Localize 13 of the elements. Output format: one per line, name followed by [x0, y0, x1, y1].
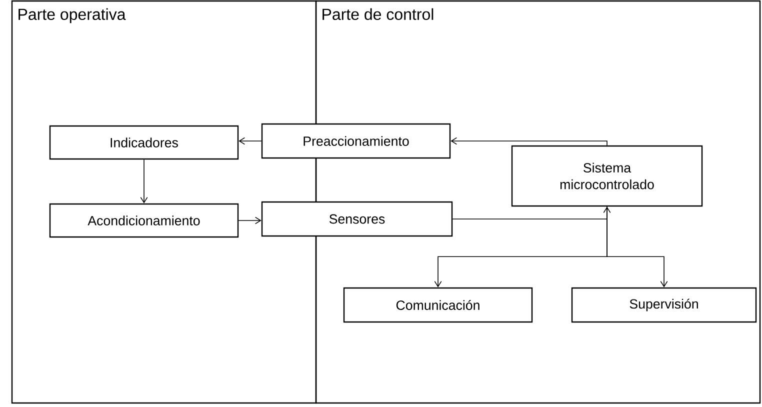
arrow	[450, 137, 608, 146]
process-box: Comunicación	[343, 287, 533, 323]
process-box: Acondicionamiento	[49, 203, 239, 238]
process-box: Indicadores	[49, 125, 239, 160]
arrow	[606, 206, 668, 288]
arrow	[452, 206, 611, 220]
process-box: Sensores	[261, 201, 453, 237]
arrow	[140, 159, 148, 204]
process-box: Preaccionamiento	[261, 123, 451, 159]
process-box: Sistema microcontrolado	[511, 145, 703, 207]
process-box: Supervisión	[571, 287, 757, 323]
arrow	[238, 137, 262, 145]
arrow	[238, 216, 262, 224]
